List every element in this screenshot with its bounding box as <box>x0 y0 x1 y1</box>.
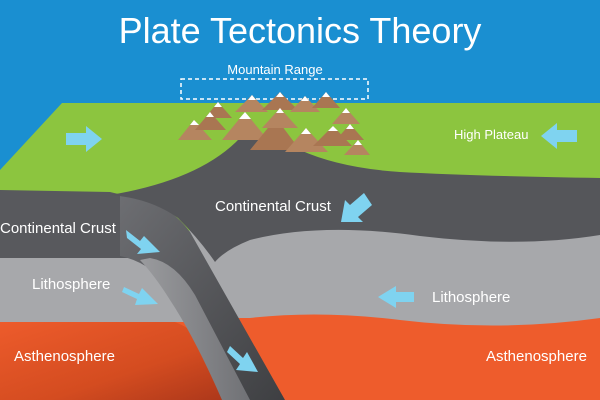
asthenosphere-shadow <box>0 318 240 400</box>
snow-cap-icon <box>328 126 338 131</box>
snow-cap-icon <box>322 92 330 97</box>
snow-cap-icon <box>354 140 362 145</box>
arrow-right-lithosphere-icon <box>378 286 414 308</box>
snow-cap-icon <box>239 112 251 119</box>
mountain-peak-icon <box>336 124 364 140</box>
snow-cap-icon <box>346 124 354 129</box>
label-asthenosphere-left: Asthenosphere <box>14 348 115 365</box>
mountain-peak-icon <box>235 95 268 112</box>
label-high-plateau: High Plateau <box>454 127 529 142</box>
subducting-crust-slab <box>120 196 285 400</box>
mountain-peak-icon <box>344 140 370 155</box>
arrow-left-lithosphere-icon <box>122 287 158 305</box>
arrow-slab-descent-icon <box>227 346 258 372</box>
label-mountain-range: Mountain Range <box>227 62 323 77</box>
mountain-peak-icon <box>312 92 340 108</box>
snow-cap-icon <box>190 120 199 125</box>
mountain-peak-icon <box>195 112 226 130</box>
mountain-peak-icon <box>313 126 352 146</box>
snow-cap-icon <box>206 112 214 117</box>
mountain-peak-icon <box>222 112 268 140</box>
arrow-left-crust-icon <box>126 230 160 254</box>
page-title: Plate Tectonics Theory <box>118 10 482 51</box>
snow-cap-icon <box>276 108 284 113</box>
label-lithosphere-right: Lithosphere <box>432 289 511 306</box>
mountain-range-bracket <box>180 78 369 100</box>
label-lithosphere-left: Lithosphere <box>32 276 111 293</box>
label-continental-crust-left: Continental Crust <box>0 220 116 237</box>
arrow-surface-left-icon <box>66 126 102 152</box>
arrow-center-crust-icon <box>341 193 372 222</box>
lithosphere-right-layer <box>170 226 600 326</box>
snow-cap-icon <box>248 95 256 100</box>
snow-cap-icon <box>342 108 350 113</box>
mountain-cluster <box>178 92 370 155</box>
snow-cap-icon <box>301 96 309 101</box>
mountain-peak-icon <box>262 92 298 110</box>
label-asthenosphere-right: Asthenosphere <box>486 348 587 365</box>
continental-crust-center-layer <box>110 134 600 262</box>
mountain-peak-icon <box>250 118 300 150</box>
arrow-surface-right-icon <box>541 123 577 149</box>
snow-cap-icon <box>301 128 311 134</box>
mountain-peak-icon <box>332 108 360 124</box>
snow-cap-icon <box>214 102 222 107</box>
label-continental-crust-center: Continental Crust <box>215 198 331 215</box>
mountain-peak-icon <box>262 108 298 128</box>
subducting-lithosphere-slab <box>140 258 250 400</box>
snow-cap-icon <box>276 92 284 97</box>
